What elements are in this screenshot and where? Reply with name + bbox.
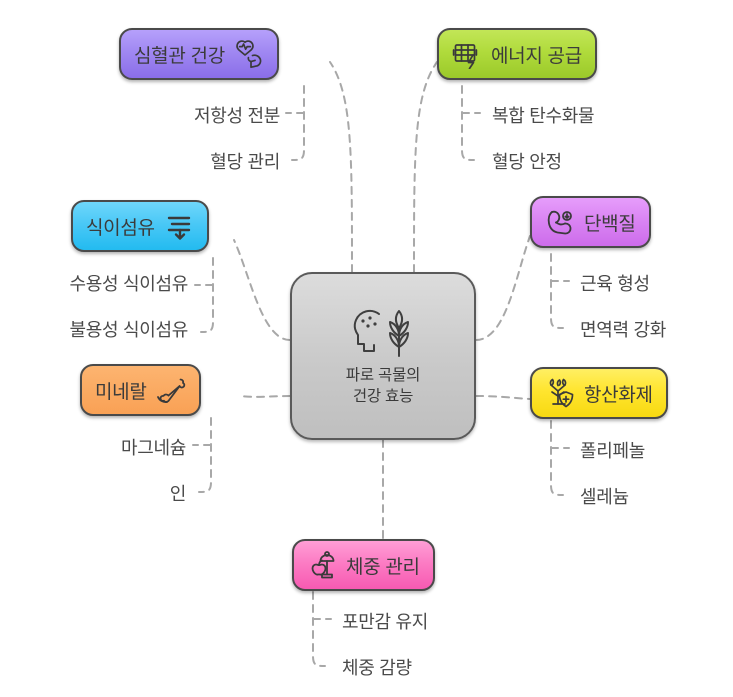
leaf-weight-1: 체중 감량 — [342, 658, 412, 678]
link-center-fiber — [233, 239, 291, 341]
spine-mineral — [198, 417, 212, 493]
leaf-cardio-0: 저항성 전분 — [193, 106, 280, 126]
branch-label-antioxidant: 항산화제 — [584, 384, 653, 406]
branch-label-mineral: 미네랄 — [95, 381, 147, 403]
heartbeat-bicep-icon — [236, 40, 262, 69]
link-center-energy — [413, 61, 438, 273]
spine-cardio — [291, 85, 305, 161]
fiber-flow-down-icon — [167, 216, 190, 240]
leaf-fiber-1: 불용성 식이섬유 — [69, 320, 188, 340]
leaf-protein-1: 면역력 강화 — [580, 320, 667, 340]
branch-node-cardio[interactable]: 심혈관 건강 — [119, 28, 279, 80]
spine-weight — [312, 591, 326, 667]
branch-node-energy[interactable]: 에너지 공급 — [437, 28, 597, 80]
link-center-antioxidant — [475, 395, 531, 400]
spine-energy — [461, 85, 475, 161]
branch-node-mineral[interactable]: 미네랄 — [80, 364, 201, 416]
branch-label-fiber: 식이섬유 — [86, 217, 155, 239]
leaf-antioxidant-1: 셀레늄 — [580, 487, 629, 507]
center-node[interactable]: 파로 곡물의 건강 효능 — [290, 272, 476, 440]
branch-node-fiber[interactable]: 식이섬유 — [71, 200, 209, 252]
leaf-cardio-1: 혈당 관리 — [210, 152, 280, 172]
leaf-weight-0: 포만감 유지 — [342, 612, 429, 632]
leaf-protein-0: 근육 형성 — [580, 274, 650, 294]
shield-plus-plant-icon — [549, 378, 574, 408]
branch-label-energy: 에너지 공급 — [491, 45, 582, 67]
leaf-energy-1: 혈당 안정 — [492, 152, 562, 172]
branch-label-protein: 단백질 — [584, 213, 636, 235]
head-grain-icon — [353, 309, 409, 358]
leaf-energy-0: 복합 탄수화물 — [492, 106, 595, 126]
branch-node-protein[interactable]: 단백질 — [530, 196, 651, 248]
branch-label-cardio: 심혈관 건강 — [134, 45, 225, 67]
leaf-antioxidant-0: 폴리페놀 — [580, 441, 646, 461]
bicep-muscle-icon — [547, 210, 572, 235]
link-center-mineral — [239, 395, 291, 398]
spine-protein — [550, 253, 564, 329]
branch-node-weight[interactable]: 체중 관리 — [292, 539, 435, 591]
spine-fiber — [200, 257, 214, 333]
link-center-cardio — [329, 61, 353, 273]
battery-bolt-icon — [452, 44, 478, 69]
branch-label-weight: 체중 관리 — [346, 556, 420, 578]
center-node-label: 파로 곡물의 건강 효능 — [345, 367, 421, 405]
bone-icon — [156, 378, 185, 403]
weight-scale-apple-icon — [311, 551, 335, 579]
leaf-mineral-1: 인 — [169, 484, 187, 504]
leaf-mineral-0: 마그네슘 — [120, 438, 186, 458]
spine-antioxidant — [550, 420, 564, 496]
branch-node-antioxidant[interactable]: 항산화제 — [530, 367, 668, 419]
leaf-fiber-0: 수용성 식이섬유 — [69, 274, 188, 294]
link-center-protein — [475, 235, 531, 341]
